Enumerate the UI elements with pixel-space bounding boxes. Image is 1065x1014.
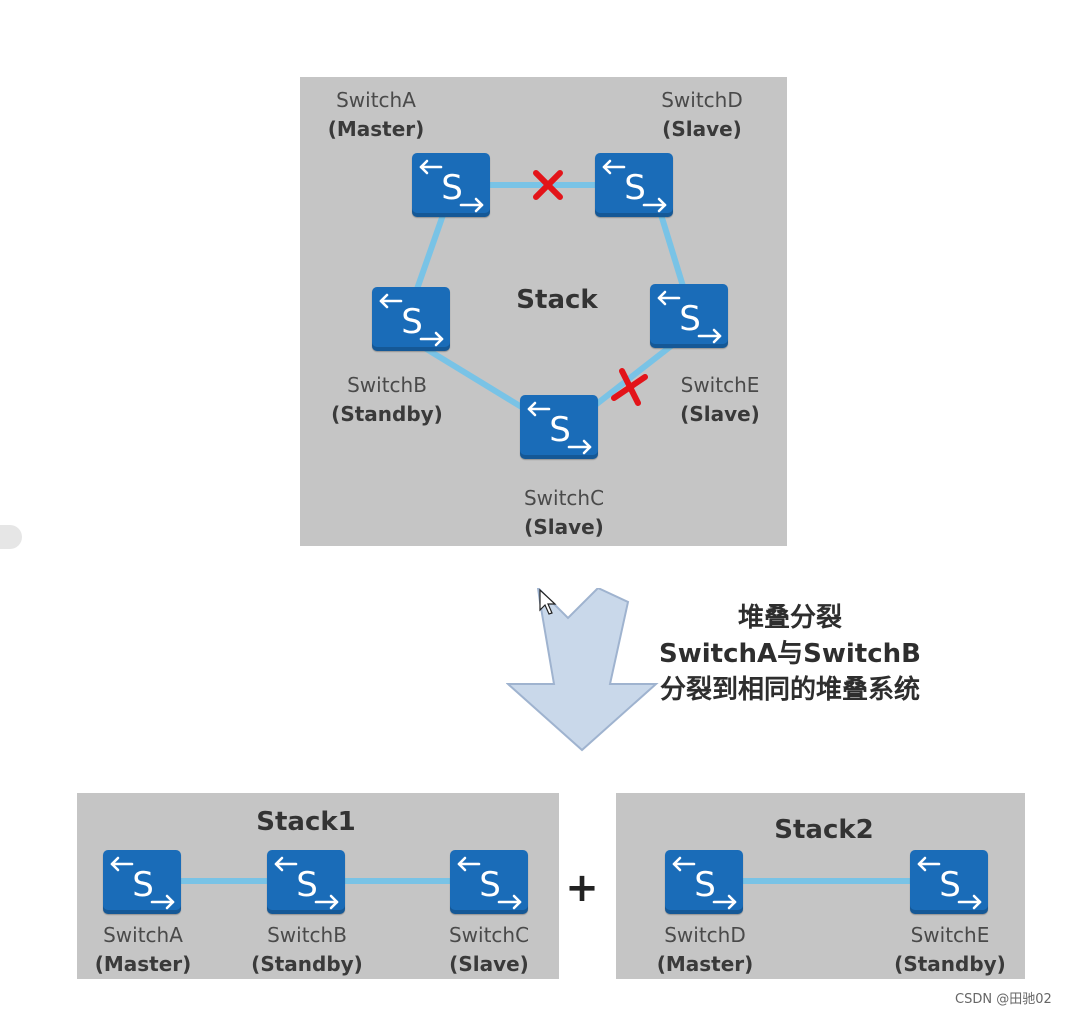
switch-c-label: SwitchC (Slave) bbox=[524, 484, 604, 542]
switch-e-icon: S bbox=[650, 284, 728, 348]
stack2-switch-e-role: (Standby) bbox=[894, 952, 1006, 976]
svg-text:S: S bbox=[679, 299, 701, 339]
switch-c-role: (Slave) bbox=[524, 515, 604, 539]
stack1-switch-a-role: (Master) bbox=[94, 952, 192, 976]
switch-e-role: (Slave) bbox=[680, 402, 760, 426]
break-mark-c-e bbox=[611, 368, 648, 406]
split-down-arrow bbox=[506, 588, 659, 752]
stack1-links bbox=[177, 878, 453, 884]
stack2-switch-e-label: SwitchE (Standby) bbox=[894, 921, 1006, 979]
switch-a-icon: S bbox=[412, 153, 490, 217]
stack1-switch-b-role: (Standby) bbox=[251, 952, 363, 976]
switch-c-name: SwitchC bbox=[523, 486, 605, 510]
stack1-switch-c-name: SwitchC bbox=[448, 923, 530, 947]
stack2-switch-e-name: SwitchE bbox=[910, 923, 990, 947]
link-c-b bbox=[408, 336, 540, 420]
stack1-switch-a-label: SwitchA (Master) bbox=[95, 921, 192, 979]
switch-b-label: SwitchB (Standby) bbox=[331, 371, 443, 429]
stack2-switch-d-label: SwitchD (Master) bbox=[657, 921, 754, 979]
svg-text:S: S bbox=[401, 302, 423, 342]
switch-e-label: SwitchE (Slave) bbox=[680, 371, 760, 429]
stack-title: Stack bbox=[516, 285, 598, 315]
stack1-switch-a-icon: S bbox=[103, 850, 181, 914]
switch-d-role: (Slave) bbox=[662, 117, 742, 141]
stack1-switch-a-name: SwitchA bbox=[103, 923, 183, 947]
svg-text:S: S bbox=[549, 410, 571, 450]
switch-d-icon: S bbox=[595, 153, 673, 217]
stack2-title: Stack2 bbox=[774, 815, 874, 845]
switch-b-icon: S bbox=[372, 287, 450, 351]
stack1-switch-c-label: SwitchC (Slave) bbox=[449, 921, 529, 979]
stack1-switch-b-name: SwitchB bbox=[267, 923, 347, 947]
svg-text:S: S bbox=[694, 865, 716, 905]
switch-d-label: SwitchD (Slave) bbox=[661, 86, 743, 144]
switch-a-role: (Master) bbox=[327, 117, 425, 141]
caption-line-2: SwitchA与SwitchB bbox=[659, 639, 921, 669]
stack2-switch-d-icon: S bbox=[665, 850, 743, 914]
switch-d-name: SwitchD bbox=[661, 88, 743, 112]
svg-text:S: S bbox=[939, 865, 961, 905]
svg-text:S: S bbox=[296, 865, 318, 905]
switch-a-label: SwitchA (Master) bbox=[328, 86, 425, 144]
stack2-switch-d-role: (Master) bbox=[656, 952, 754, 976]
watermark: CSDN @田驰02 bbox=[955, 992, 1052, 1007]
break-mark-a-d bbox=[533, 170, 563, 200]
stack1-switch-b-label: SwitchB (Standby) bbox=[251, 921, 363, 979]
switch-b-role: (Standby) bbox=[331, 402, 443, 426]
stack2-switch-d-name: SwitchD bbox=[664, 923, 746, 947]
caption-line-3: 分裂到相同的堆叠系统 bbox=[659, 675, 920, 705]
switch-c-icon: S bbox=[520, 395, 598, 459]
svg-text:S: S bbox=[132, 865, 154, 905]
svg-text:S: S bbox=[479, 865, 501, 905]
switch-b-name: SwitchB bbox=[347, 373, 427, 397]
switch-a-name: SwitchA bbox=[336, 88, 416, 112]
plus-sign: + bbox=[565, 865, 599, 911]
stack2-links bbox=[742, 878, 912, 884]
side-panel-tab[interactable] bbox=[0, 525, 22, 549]
stack1-title: Stack1 bbox=[256, 807, 356, 837]
cursor-icon bbox=[539, 588, 557, 615]
split-caption: 堆叠分裂 SwitchA与SwitchB 分裂到相同的堆叠系统 bbox=[659, 600, 921, 708]
stack2-switch-e-icon: S bbox=[910, 850, 988, 914]
svg-text:S: S bbox=[441, 168, 463, 208]
svg-text:S: S bbox=[624, 168, 646, 208]
stack1-switch-c-role: (Slave) bbox=[449, 952, 529, 976]
stack1-switch-b-icon: S bbox=[267, 850, 345, 914]
switch-e-name: SwitchE bbox=[680, 373, 760, 397]
caption-line-1: 堆叠分裂 bbox=[737, 603, 842, 633]
stack1-switch-c-icon: S bbox=[450, 850, 528, 914]
